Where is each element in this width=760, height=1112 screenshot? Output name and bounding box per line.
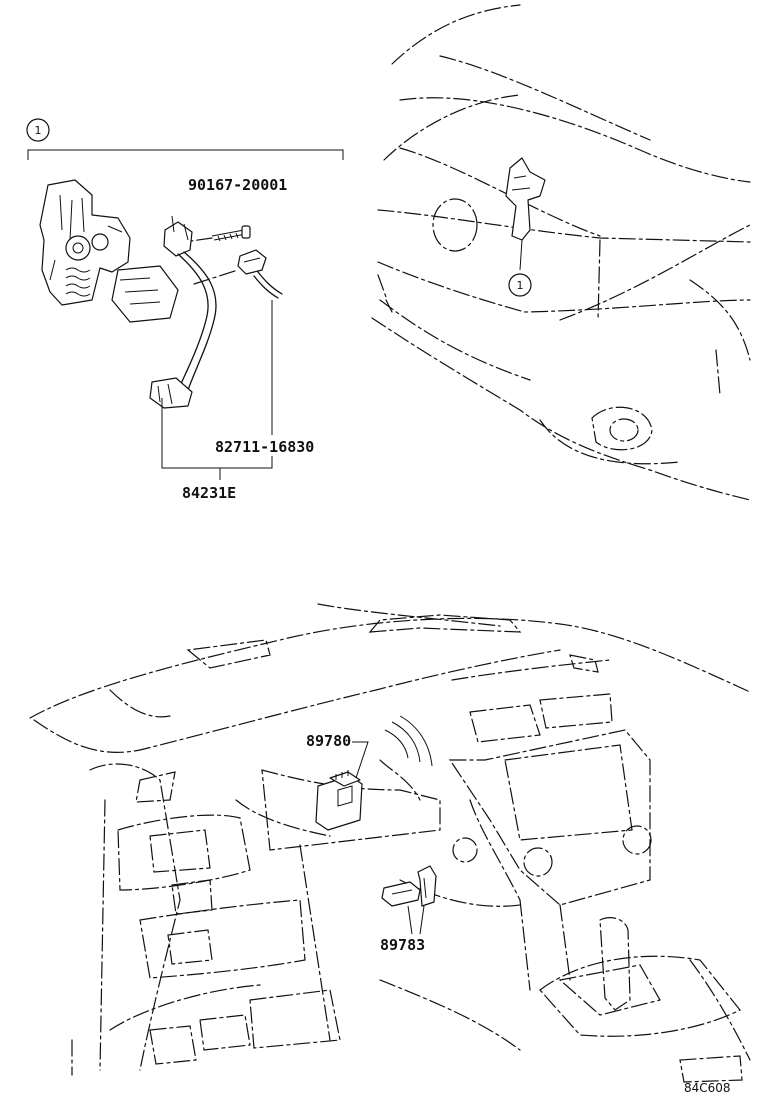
control-module-part [315,770,363,831]
label-hood-lock: 84231E [182,484,236,502]
leader-module [352,741,369,779]
switch-part [193,249,283,299]
callout-number-vehicle: 1 [517,279,524,292]
figure-code: 84C608 [684,1081,731,1095]
label-control-module: 89780 [306,732,351,750]
installed-hood-lock [505,157,546,271]
cable-assembly [149,215,217,409]
callout-circle-vehicle [508,273,532,297]
front-emblem [432,198,478,252]
sensor-bracket-part [381,865,437,907]
label-switch: 82711-16830 [215,438,314,456]
callout-circle-top [26,118,50,142]
instrument-panel-view: 89780 89783 [29,603,751,1083]
label-sensor-bracket: 89783 [380,936,425,954]
label-screw: 90167-20001 [188,176,287,194]
vehicle-front-view: 1 [371,4,751,501]
callout-number-top: 1 [35,124,42,137]
leader-lock-bracket [161,398,273,469]
assembly-bracket [27,149,344,160]
hood-lock-detail-group: 1 [26,118,344,502]
hood-lock-body [39,179,179,323]
leader-bracket [407,905,425,935]
